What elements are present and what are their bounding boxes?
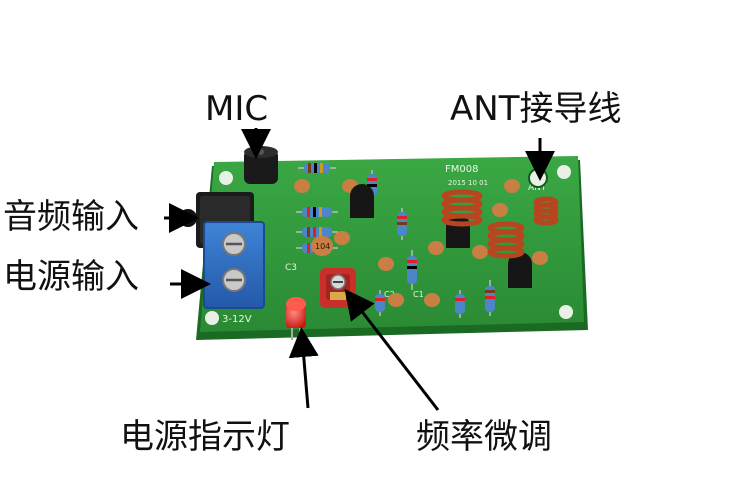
microphone [244, 146, 278, 184]
arrow-power-indicator [288, 327, 319, 409]
callout-arrows [164, 128, 555, 411]
trimmer-capacitor [320, 268, 356, 308]
capacitor-104: 104 [311, 236, 333, 256]
power-indicator-label: 电源指示灯 [120, 417, 290, 457]
arrow-frequency-tune [344, 288, 440, 411]
ant-pad [528, 168, 548, 188]
voltage-silkscreen: 3-12V [222, 314, 252, 325]
resistors [296, 163, 495, 318]
ant-silkscreen: ANT [528, 183, 547, 193]
c3-silkscreen: C3 [285, 263, 297, 273]
mic-label: MIC [205, 89, 269, 129]
c2-silkscreen: C2 [384, 290, 395, 299]
antenna-label: ANT接导线 [450, 89, 622, 129]
power-terminal-block [203, 221, 265, 309]
inductor-coils [441, 189, 559, 259]
frequency-tune-label: 频率微调 [416, 417, 552, 457]
ceramic-capacitors [294, 179, 548, 307]
power-input-label: 电源输入 [3, 257, 139, 297]
date-silkscreen: 2015 10 01 [448, 179, 488, 187]
c1-silkscreen: C1 [413, 290, 424, 299]
audio-input-label: 音频输入 [3, 197, 139, 237]
model-silkscreen: FM008 [445, 164, 478, 175]
capacitor-104-label: 104 [315, 242, 330, 251]
